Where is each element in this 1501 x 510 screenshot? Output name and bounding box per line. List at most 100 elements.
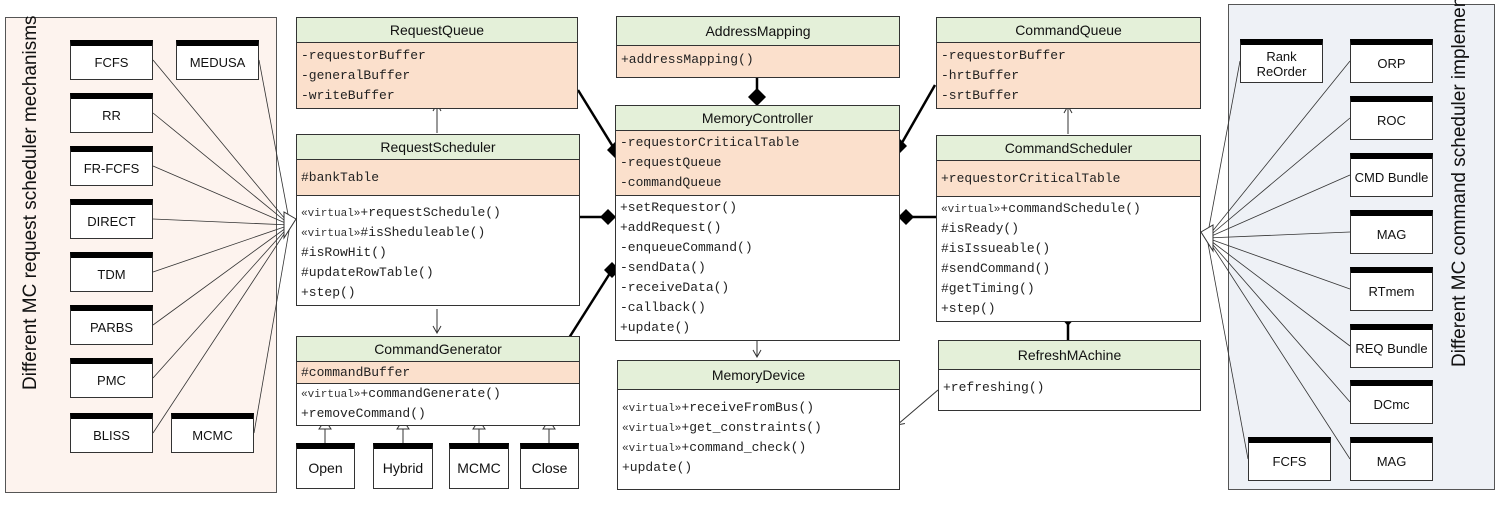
command-scheduler-class: CommandScheduler +requestorCriticalTable… [936,135,1201,322]
stereotype: «virtual» [622,403,682,415]
generalization-line [152,224,291,326]
class-operations: «virtual»+requestSchedule() «virtual»#is… [297,196,579,305]
command-queue-class: CommandQueue -requestorBuffer -hrtBuffer… [936,17,1201,109]
stereotype: «virtual» [622,443,682,455]
mechanism-pmc: PMC [70,358,153,398]
operation: +update() [622,460,693,475]
operation: +addRequest() [620,220,722,235]
generalization-line [258,59,291,226]
operation-name: #isSheduleable() [360,225,486,240]
attribute: -requestorBuffer [301,48,426,63]
right-generalization-arrowhead [1200,224,1214,253]
implementation-dcmc: DCmc [1350,380,1433,424]
implementation-roc: ROC [1350,96,1433,140]
class-attributes: -requestorBuffer -generalBuffer -writeBu… [297,43,577,108]
command-generator-class: CommandGenerator #commandBuffer «virtual… [296,336,580,426]
class-attributes: -requestorCriticalTable -requestQueue -c… [616,131,899,196]
class-name: AddressMapping [617,17,899,46]
class-name: RefreshMAchine [939,341,1200,370]
class-name: RequestScheduler [297,135,579,160]
class-operations: +refreshing() [939,370,1200,400]
stereotype: «virtual» [301,389,361,401]
operation-name: +receiveFromBus() [681,400,815,415]
class-name: CommandGenerator [297,337,579,362]
mechanism-mcmc: MCMC [171,413,254,453]
generalization-line [152,224,291,273]
implementation-rtmem: RTmem [1350,267,1433,311]
class-name: CommandScheduler [937,136,1200,161]
attribute: #bankTable [301,170,380,185]
operation-name: +commandSchedule() [1000,201,1141,216]
operation: +refreshing() [943,380,1045,395]
operation: «virtual»+receiveFromBus() [622,398,895,418]
implementation-fcfs: FCFS [1248,437,1331,481]
generalization-line [152,218,291,226]
implementation-cmd-bundle: CMD Bundle [1350,153,1433,197]
operation: #updateRowTable() [301,265,434,280]
operation: «virtual»+commandSchedule() [941,199,1196,219]
generalization-line [152,112,291,226]
operation: «virtual»+get_constraints() [622,418,895,438]
operation-name: +get_constraints() [681,420,822,435]
class-name: RequestQueue [297,18,577,43]
generalization-line [1206,231,1351,239]
operation-name: +command_check() [681,440,807,455]
right-panel-label: Different MC command scheduler implement… [1449,0,1470,367]
operation: #isIssueable() [941,241,1051,256]
attribute: -requestorCriticalTable [620,135,800,150]
class-attributes: -requestorBuffer -hrtBuffer -srtBuffer [937,43,1200,108]
class-name: CommandQueue [937,18,1200,43]
operation: -sendData() [620,260,706,275]
attribute: -requestorBuffer [941,48,1066,63]
operation: #sendCommand() [941,261,1051,276]
operation: +step() [941,301,996,316]
generalization-line [253,224,291,434]
request-scheduler-class: RequestScheduler #bankTable «virtual»+re… [296,134,580,306]
subclass-close: Close [520,443,579,489]
request-queue-class: RequestQueue -requestorBuffer -generalBu… [296,17,578,109]
subclass-mcmc: MCMC [449,443,509,489]
operation: «virtual»#isSheduleable() [301,223,575,243]
generalization-line [1206,60,1241,239]
operation: «virtual»+commandGenerate() [301,384,575,404]
generalization-line [152,165,291,226]
operation: -callback() [620,300,706,315]
right-generalization-fan [1206,60,1351,460]
generalization-line [152,59,291,226]
implementation-rank-reorder: Rank ReOrder [1240,39,1323,83]
operation: +setRequestor() [620,200,738,215]
generalization-line [1206,237,1351,460]
mechanism-fr-fcfs: FR-FCFS [70,146,153,186]
mechanism-medusa: MEDUSA [176,40,259,80]
operation-name: +commandGenerate() [360,386,501,401]
stereotype: «virtual» [941,204,1001,216]
attribute: #commandBuffer [301,365,411,380]
operation-name: +requestSchedule() [360,205,501,220]
stereotype: «virtual» [622,423,682,435]
mechanism-direct: DIRECT [70,199,153,239]
attribute: -generalBuffer [301,68,411,83]
mechanism-tdm: TDM [70,252,153,292]
class-attributes: #bankTable [297,160,579,196]
memory-controller-class: MemoryController -requestorCriticalTable… [615,105,900,341]
operation: +removeCommand() [301,406,426,421]
generalization-line [152,224,291,379]
class-operations: +setRequestor() +addRequest() -enqueueCo… [616,196,899,340]
attribute: -writeBuffer [301,88,395,103]
operation: #isReady() [941,221,1020,236]
class-attributes: +requestorCriticalTable [937,161,1200,197]
generalization-line [1206,237,1351,403]
stereotype: «virtual» [301,228,361,240]
operation: «virtual»+requestSchedule() [301,203,575,223]
mechanism-bliss: BLISS [70,413,153,453]
mechanism-rr: RR [70,93,153,133]
composition-diamond-icon [600,209,616,225]
implementation-mag: MAG [1350,210,1433,254]
mechanism-parbs: PARBS [70,305,153,345]
attribute: -srtBuffer [941,88,1020,103]
implementation-req-bundle: REQ Bundle [1350,324,1433,368]
generalization-line [1206,237,1249,460]
implementation-mag-2: MAG [1350,437,1433,481]
subclass-hybrid: Hybrid [373,443,433,489]
left-generalization-fan [152,59,291,434]
